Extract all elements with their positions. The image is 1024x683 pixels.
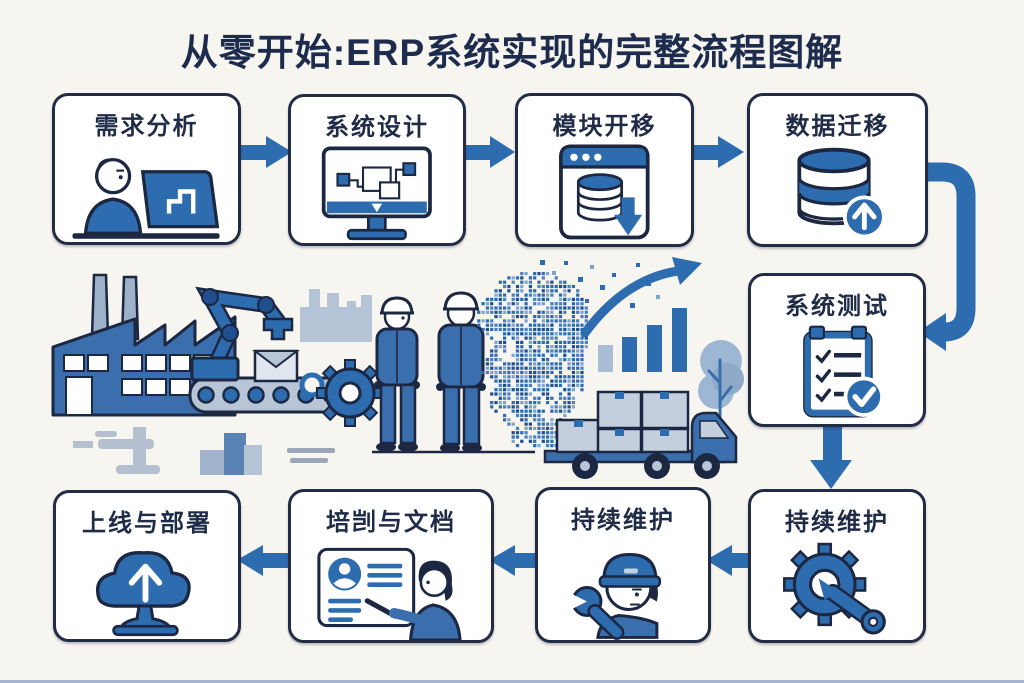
database-upload-icon — [797, 147, 887, 239]
growth-arrow-icon — [580, 257, 702, 338]
down-arrow-icon — [810, 420, 852, 489]
step-label: 系统测试 — [785, 293, 889, 320]
step-label: 模块开移 — [552, 113, 657, 140]
right-arrow-icon — [233, 136, 292, 168]
step-box-training: 培剀与文档 — [288, 489, 494, 643]
analyst-laptop-icon — [72, 158, 221, 239]
workers-icon — [372, 291, 535, 454]
window-database-download-icon — [559, 144, 650, 240]
checklist-icon — [803, 325, 885, 418]
step-box-design: 系统设计 — [288, 94, 466, 246]
factory-silhouette-icon — [300, 289, 372, 342]
left-arrow-icon — [706, 545, 751, 576]
step-label: 数据迁移 — [785, 113, 890, 140]
right-arrow-icon — [686, 136, 744, 168]
delivery-truck-icon — [543, 390, 738, 479]
step-label: 上线与部署 — [82, 510, 212, 537]
step-box-data-migration: 数据迁移 — [747, 93, 928, 247]
factory-scene-illustration — [51, 257, 744, 479]
speed-lines — [287, 448, 335, 463]
step-box-testing: 系统测试 — [748, 273, 926, 427]
step-box-requirements: 需求分析 — [52, 93, 241, 245]
step-label: 需求分析 — [94, 113, 199, 140]
gear-wrench-icon — [783, 542, 886, 635]
step-label: 持续维护 — [785, 509, 889, 536]
robotic-arm-icon — [190, 286, 300, 383]
left-arrow-icon — [489, 545, 537, 576]
right-arrow-icon — [458, 136, 515, 168]
machine-silhouette-icon — [73, 427, 160, 474]
step-label: 持续维护 — [571, 507, 675, 534]
technician-wrench-icon — [571, 553, 662, 640]
worker-2 — [436, 291, 486, 453]
step-box-maintenance-tech: 持续维护 — [535, 487, 711, 643]
cloud-upload-icon — [96, 551, 192, 637]
gear-icon — [299, 359, 384, 427]
elbow-down-left-arrow-icon — [918, 162, 976, 351]
bottom-accent-strip — [0, 680, 1024, 683]
page-title: 从零开始:ERP系统实现的完整流程图解 — [180, 32, 844, 73]
growth-bars-icon — [598, 308, 687, 372]
left-arrow-icon — [237, 545, 290, 576]
step-box-deployment: 上线与部署 — [53, 490, 241, 642]
box-stack-icon — [200, 433, 262, 475]
worker-1 — [374, 296, 420, 452]
step-box-module: 模块开移 — [515, 93, 694, 247]
step-label: 培剀与文档 — [326, 509, 456, 536]
monitor-diagram-icon — [321, 146, 433, 241]
step-label: 系统设计 — [325, 114, 429, 141]
presentation-trainer-icon — [317, 547, 462, 640]
pixel-head-icon — [477, 272, 588, 448]
step-box-maintenance-gear: 持续维护 — [748, 489, 926, 643]
